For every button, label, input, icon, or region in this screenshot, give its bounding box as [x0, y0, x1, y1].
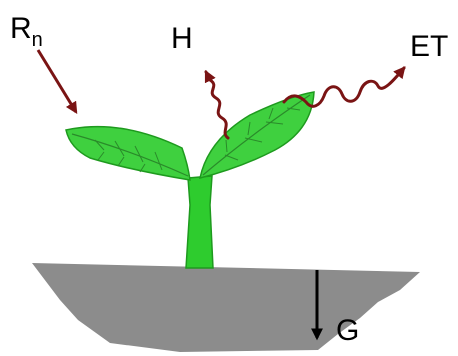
plant-stem	[186, 176, 213, 268]
net-radiation-arrow	[38, 50, 76, 112]
net-radiation-subscript: n	[32, 29, 43, 51]
sensible-heat-arrow	[206, 72, 228, 138]
ground-heat-label: G	[336, 314, 359, 347]
evapotranspiration-label: ET	[410, 30, 448, 63]
net-radiation-label: Rn	[10, 12, 43, 51]
soil-layer	[32, 263, 420, 352]
right-leaf	[200, 92, 314, 178]
sensible-heat-label: H	[171, 22, 193, 55]
net-radiation-symbol: R	[10, 12, 32, 45]
left-leaf	[66, 127, 190, 180]
